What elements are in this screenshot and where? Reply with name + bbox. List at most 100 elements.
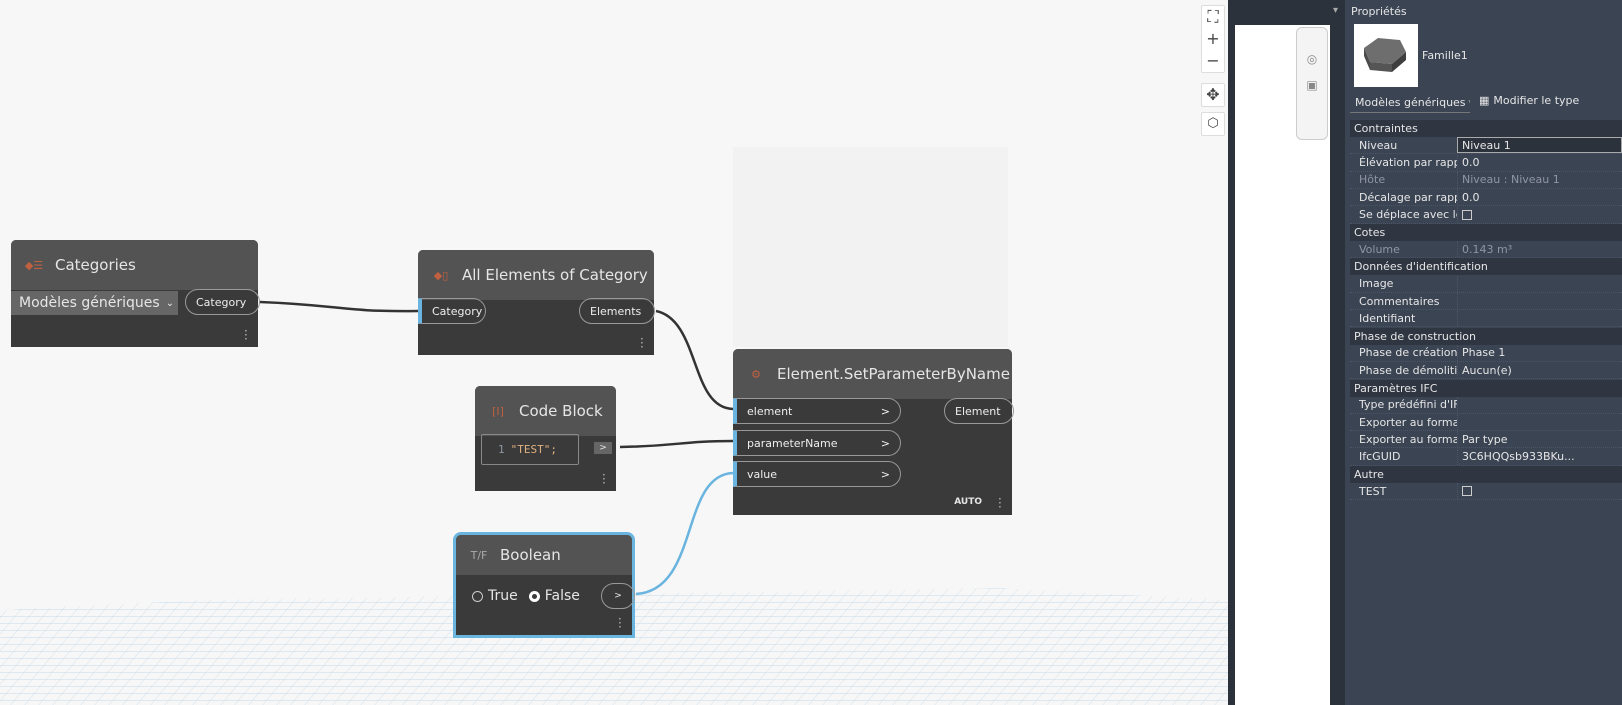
property-value[interactable]: 0.0 <box>1457 154 1622 171</box>
section-header[interactable]: Phase de construction <box>1350 327 1622 345</box>
property-value[interactable] <box>1457 293 1622 309</box>
property-value[interactable]: Niveau : Niveau 1 <box>1457 171 1622 188</box>
property-row[interactable]: Exporter au forma... <box>1350 414 1622 432</box>
property-value[interactable]: Niveau 1 <box>1457 137 1622 154</box>
property-label: Phase de démolition <box>1359 363 1457 377</box>
zoom-region-icon[interactable]: ▣ <box>1306 78 1318 92</box>
property-label: Décalage par rapp... <box>1359 190 1457 204</box>
property-value[interactable]: Phase 1 <box>1457 344 1622 361</box>
property-row[interactable]: Commentaires <box>1350 293 1622 310</box>
port-label: Element <box>955 404 1001 418</box>
property-row[interactable]: Image <box>1350 275 1622 293</box>
property-value[interactable]: 0.143 m³ <box>1457 241 1622 258</box>
output-port-category[interactable]: Category <box>185 289 260 315</box>
node-title: Categories <box>55 256 136 274</box>
property-row[interactable]: Type prédéfini d'IFC <box>1350 396 1622 414</box>
fit-view-icon[interactable]: ⛶ <box>1207 7 1219 26</box>
property-label: Phase de création <box>1359 346 1457 360</box>
input-port-category[interactable]: Category <box>418 298 486 324</box>
chevron-down-icon: ▾ <box>1469 96 1470 109</box>
set-parameter-node[interactable]: ⚙Element.SetParameterByName element> par… <box>733 349 1014 515</box>
section-header[interactable]: Contraintes <box>1350 120 1622 137</box>
section-header[interactable]: Données d'identification <box>1350 258 1622 276</box>
category-dropdown[interactable]: Modèles génériques⌄ <box>11 291 178 315</box>
property-row[interactable]: Hôte Niveau : Niveau 1 <box>1350 171 1622 189</box>
true-label: True <box>488 588 518 604</box>
property-value[interactable] <box>1457 414 1622 431</box>
input-port-value[interactable]: value> <box>733 461 901 487</box>
node-menu-icon[interactable]: ··· <box>244 324 248 346</box>
chevron-down-icon: ⌄ <box>165 297 175 309</box>
3d-view-button[interactable]: ⬡ <box>1201 112 1225 136</box>
node-menu-icon[interactable]: ··· <box>618 612 622 634</box>
port-label: parameterName <box>747 436 838 450</box>
section-header[interactable]: Autre <box>1350 466 1622 483</box>
gear-icon: ⚙ <box>751 367 761 381</box>
output-port-elements[interactable]: Elements <box>579 298 655 324</box>
node-menu-icon[interactable]: ··· <box>640 332 644 354</box>
code-block-node[interactable]: [I] Code Block 1"TEST"; > ··· <box>475 386 616 491</box>
property-row[interactable]: TEST <box>1350 483 1622 501</box>
cube-icon: ⬡ <box>1207 116 1219 131</box>
property-value[interactable]: 0.0 <box>1457 189 1622 206</box>
false-radio[interactable] <box>528 590 540 602</box>
pan-icon: ✥ <box>1206 85 1220 104</box>
node-title: Code Block <box>519 402 603 420</box>
property-value[interactable]: 3C6HQQsb933BKu... <box>1457 448 1622 465</box>
output-port[interactable]: > <box>594 442 612 454</box>
background-grid <box>0 588 1228 705</box>
checkbox[interactable] <box>1462 486 1472 497</box>
code-editor[interactable]: 1"TEST"; <box>481 434 579 465</box>
property-value[interactable] <box>1457 396 1622 413</box>
property-label: Image <box>1359 277 1394 291</box>
family-name: Famille1 <box>1422 49 1468 62</box>
code-block-icon: [I] <box>492 404 504 418</box>
property-value[interactable] <box>1457 275 1622 292</box>
categories-node[interactable]: ◆☰Categories Modèles génériques⌄ Categor… <box>11 240 260 347</box>
output-port[interactable]: > <box>601 583 635 609</box>
property-row[interactable]: Identifiant <box>1350 310 1622 328</box>
input-port-parametername[interactable]: parameterName> <box>733 430 901 456</box>
panel-title: Propriétés <box>1351 5 1407 18</box>
output-port-element[interactable]: Element <box>944 398 1014 424</box>
port-label: element <box>747 404 793 418</box>
type-selector-value: Modèles génériques <box>1355 96 1466 109</box>
property-row[interactable]: Décalage par rapp...0.0 <box>1350 189 1622 207</box>
property-row[interactable]: Exporter au forma...Par type <box>1350 431 1622 449</box>
node-menu-icon[interactable]: ··· <box>998 492 1002 514</box>
input-port-element[interactable]: element> <box>733 398 901 424</box>
property-row[interactable]: Phase de démolitionAucun(e) <box>1350 362 1622 380</box>
all-elements-icon: ◆▯ <box>433 268 449 282</box>
section-header[interactable]: Cotes <box>1350 223 1622 241</box>
property-value[interactable] <box>1457 310 1622 327</box>
type-selector[interactable]: Modèles génériques▾ <box>1350 93 1470 113</box>
true-radio[interactable] <box>472 590 483 602</box>
edit-type-button[interactable]: ▦Modifier le type <box>1479 94 1579 107</box>
navigation-bar: ◎▣ <box>1296 27 1328 140</box>
zoom-out-button[interactable]: − <box>1206 51 1220 70</box>
section-header[interactable]: Paramètres IFC <box>1350 379 1622 397</box>
dynamo-canvas[interactable]: ◆☰Categories Modèles génériques⌄ Categor… <box>0 0 1228 705</box>
property-value[interactable]: Par type <box>1457 431 1622 448</box>
property-row[interactable]: Se déplace avec le... <box>1350 206 1622 224</box>
property-value[interactable]: Aucun(e) <box>1457 362 1622 379</box>
false-label: False <box>544 588 580 604</box>
property-label: Hôte <box>1359 173 1386 187</box>
property-checkbox[interactable] <box>1457 483 1622 500</box>
property-row[interactable]: Élévation par rapp...0.0 <box>1350 154 1622 172</box>
lacing-label: AUTO <box>954 497 982 507</box>
node-menu-icon[interactable]: ··· <box>602 468 606 490</box>
checkbox[interactable] <box>1462 209 1472 220</box>
chevron-right-icon: > <box>880 467 890 481</box>
all-elements-node[interactable]: ◆▯All Elements of Category Category Elem… <box>418 250 655 355</box>
zoom-in-button[interactable]: + <box>1206 29 1220 48</box>
panel-menu-icon[interactable]: ▾ <box>1333 5 1339 16</box>
steering-wheel-icon[interactable]: ◎ <box>1306 52 1318 66</box>
property-checkbox[interactable] <box>1457 206 1622 223</box>
pan-button[interactable]: ✥ <box>1201 83 1225 107</box>
